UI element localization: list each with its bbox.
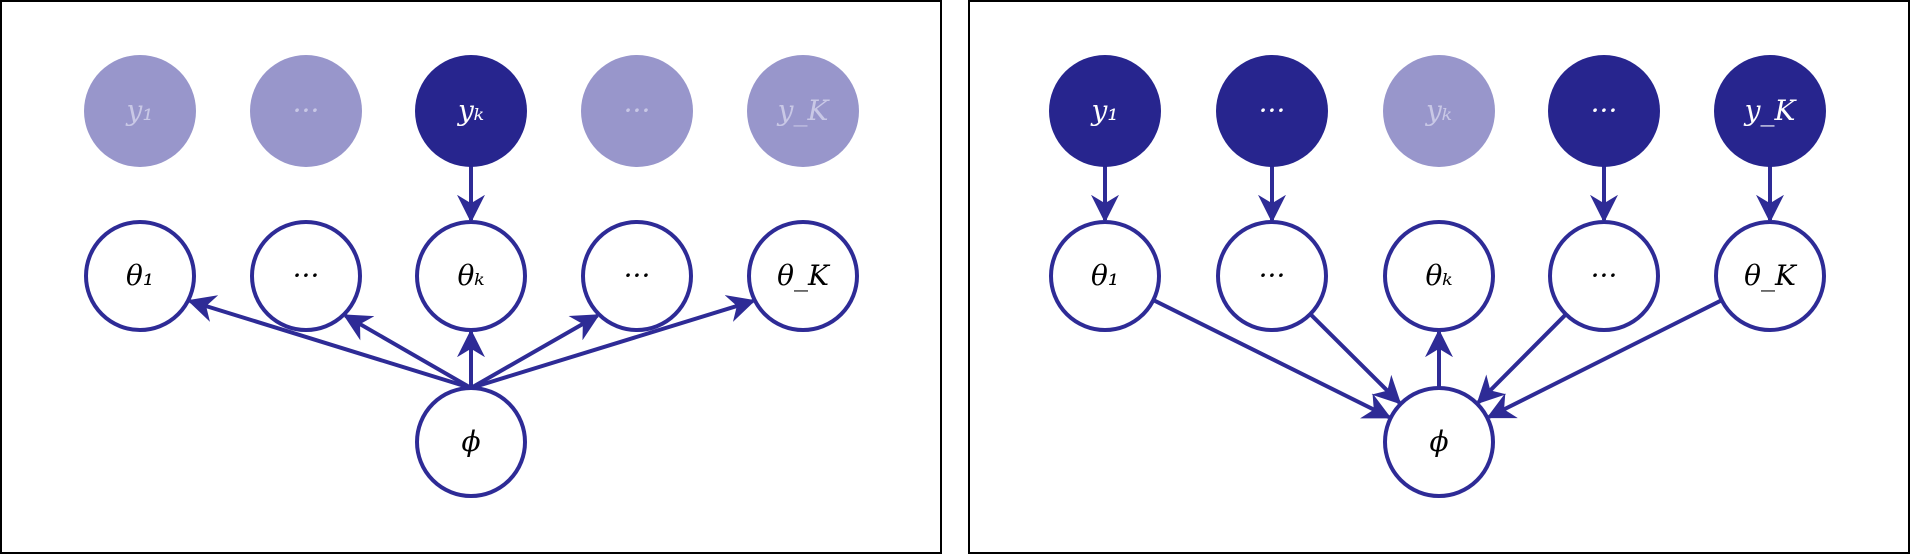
param-node-3: θₖ [415,220,527,332]
observed-node-label: y_K [776,94,831,127]
param-node-label: θₖ [1425,259,1452,292]
param-node-4: ··· [1548,220,1660,332]
global-node-phi: ϕ [415,386,527,498]
param-node-circle [1383,220,1495,332]
observed-node-3: yₖ [1383,55,1495,167]
observed-node-1: y₁ [84,55,196,167]
param-node-circle [415,220,527,332]
observed-node-1: y₁ [1049,55,1161,167]
edge-phi-to-t2 [343,313,472,390]
param-node-4: ··· [581,220,693,332]
param-node-circle [84,220,196,332]
global-node-label: ϕ [1429,425,1448,458]
param-node-label: ··· [1591,259,1618,292]
param-node-5: θ_K [747,220,859,332]
observed-node-label: yₖ [1424,94,1452,127]
observed-node-5: y_K [747,55,859,167]
observed-node-circle [84,55,196,167]
param-node-label: θ₁ [1091,259,1119,292]
observed-node-label: y₁ [124,94,153,127]
param-node-2: ··· [250,220,362,332]
edge-t4-to-phi [1476,312,1568,405]
param-node-label: θₖ [457,259,484,292]
panel-1: y₁ ··· yₖ ··· y_K θ₁ ··· θₖ ··· θ_K ϕ [0,0,942,554]
observed-node-4: ··· [1548,55,1660,167]
observed-node-label: ··· [1591,94,1618,127]
edges [187,165,756,390]
observed-node-circle [1383,55,1495,167]
param-node-label: ··· [293,259,320,292]
param-node-circle [1714,220,1826,332]
observed-node-circle [1714,55,1826,167]
observed-node-2: ··· [1216,55,1328,167]
observed-node-label: ··· [293,94,320,127]
observed-node-label: y_K [1743,94,1798,127]
observed-node-circle [1049,55,1161,167]
observed-node-2: ··· [250,55,362,167]
param-node-label: θ_K [1744,259,1798,292]
global-node-label: ϕ [461,425,480,458]
param-node-label: θ_K [777,259,831,292]
param-node-circle [1548,220,1660,332]
observed-node-5: y_K [1714,55,1826,167]
observed-node-4: ··· [581,55,693,167]
observed-node-circle [1548,55,1660,167]
observed-node-label: y₁ [1089,94,1118,127]
observed-node-label: ··· [1259,94,1286,127]
global-node-circle [415,386,527,498]
param-node-label: ··· [1259,259,1286,292]
param-node-label: ··· [624,259,651,292]
observed-node-3: yₖ [415,55,527,167]
param-node-circle [747,220,859,332]
param-node-label: θ₁ [126,259,154,292]
observed-node-circle [415,55,527,167]
edge-t5-to-phi [1486,298,1723,419]
edges [1091,165,1784,419]
edge-phi-to-t4 [470,313,600,390]
param-node-1: θ₁ [1049,220,1161,332]
param-node-1: θ₁ [84,220,196,332]
param-node-circle [250,220,362,332]
panel-border [968,0,1910,554]
edge-phi-to-t1 [187,295,472,390]
param-node-circle [581,220,693,332]
observed-node-circle [1216,55,1328,167]
param-node-2: ··· [1216,220,1328,332]
observed-node-label: yₖ [456,94,484,127]
global-node-circle [1383,386,1495,498]
observed-node-circle [250,55,362,167]
param-node-3: θₖ [1383,220,1495,332]
observed-node-circle [747,55,859,167]
observed-node-label: ··· [624,94,651,127]
param-node-5: θ_K [1714,220,1826,332]
edge-t1-to-phi [1152,298,1392,419]
param-node-circle [1216,220,1328,332]
global-node-phi: ϕ [1383,386,1495,498]
edge-t2-to-phi [1308,312,1402,405]
panel-border [0,0,942,554]
edge-phi-to-t5 [470,295,756,390]
observed-node-circle [581,55,693,167]
param-node-circle [1049,220,1161,332]
panel-2: y₁ ··· yₖ ··· y_K θ₁ ··· θₖ ··· θ_K ϕ [968,0,1910,554]
